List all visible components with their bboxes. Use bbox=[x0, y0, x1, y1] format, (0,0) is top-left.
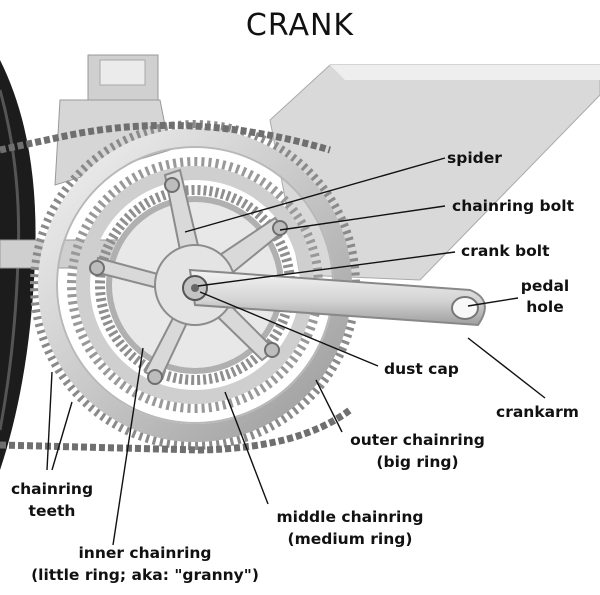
crank-bolt-shape bbox=[191, 284, 199, 292]
label-crankarm: crankarm bbox=[496, 403, 579, 421]
label-hole: hole bbox=[526, 298, 564, 316]
label-little-ring: (little ring; aka: "granny") bbox=[31, 566, 259, 584]
label-chainring-bolt: chainring bolt bbox=[452, 197, 574, 215]
label-middle-chainring: middle chainring bbox=[276, 508, 424, 526]
label-medium-ring: (medium ring) bbox=[287, 530, 413, 548]
label-spider: spider bbox=[447, 149, 502, 167]
chainring-bolts bbox=[89, 177, 288, 385]
chain bbox=[0, 121, 331, 154]
crankarm bbox=[188, 268, 486, 327]
label-crank-bolt: crank bolt bbox=[461, 242, 550, 260]
label-big-ring: (big ring) bbox=[376, 453, 459, 471]
label-inner-chainring: inner chainring bbox=[78, 544, 212, 562]
frame-tube bbox=[269, 64, 600, 281]
label-outer-chainring: outer chainring bbox=[350, 431, 485, 449]
label-teeth: teeth bbox=[28, 502, 76, 520]
label-pedal: pedal bbox=[520, 277, 570, 295]
pedal-hole-shape bbox=[451, 296, 479, 320]
label-chainring: chainring bbox=[10, 480, 94, 498]
leader-lines bbox=[46, 157, 546, 546]
label-dust-cap: dust cap bbox=[384, 360, 459, 378]
diagram-title: CRANK bbox=[245, 8, 355, 43]
